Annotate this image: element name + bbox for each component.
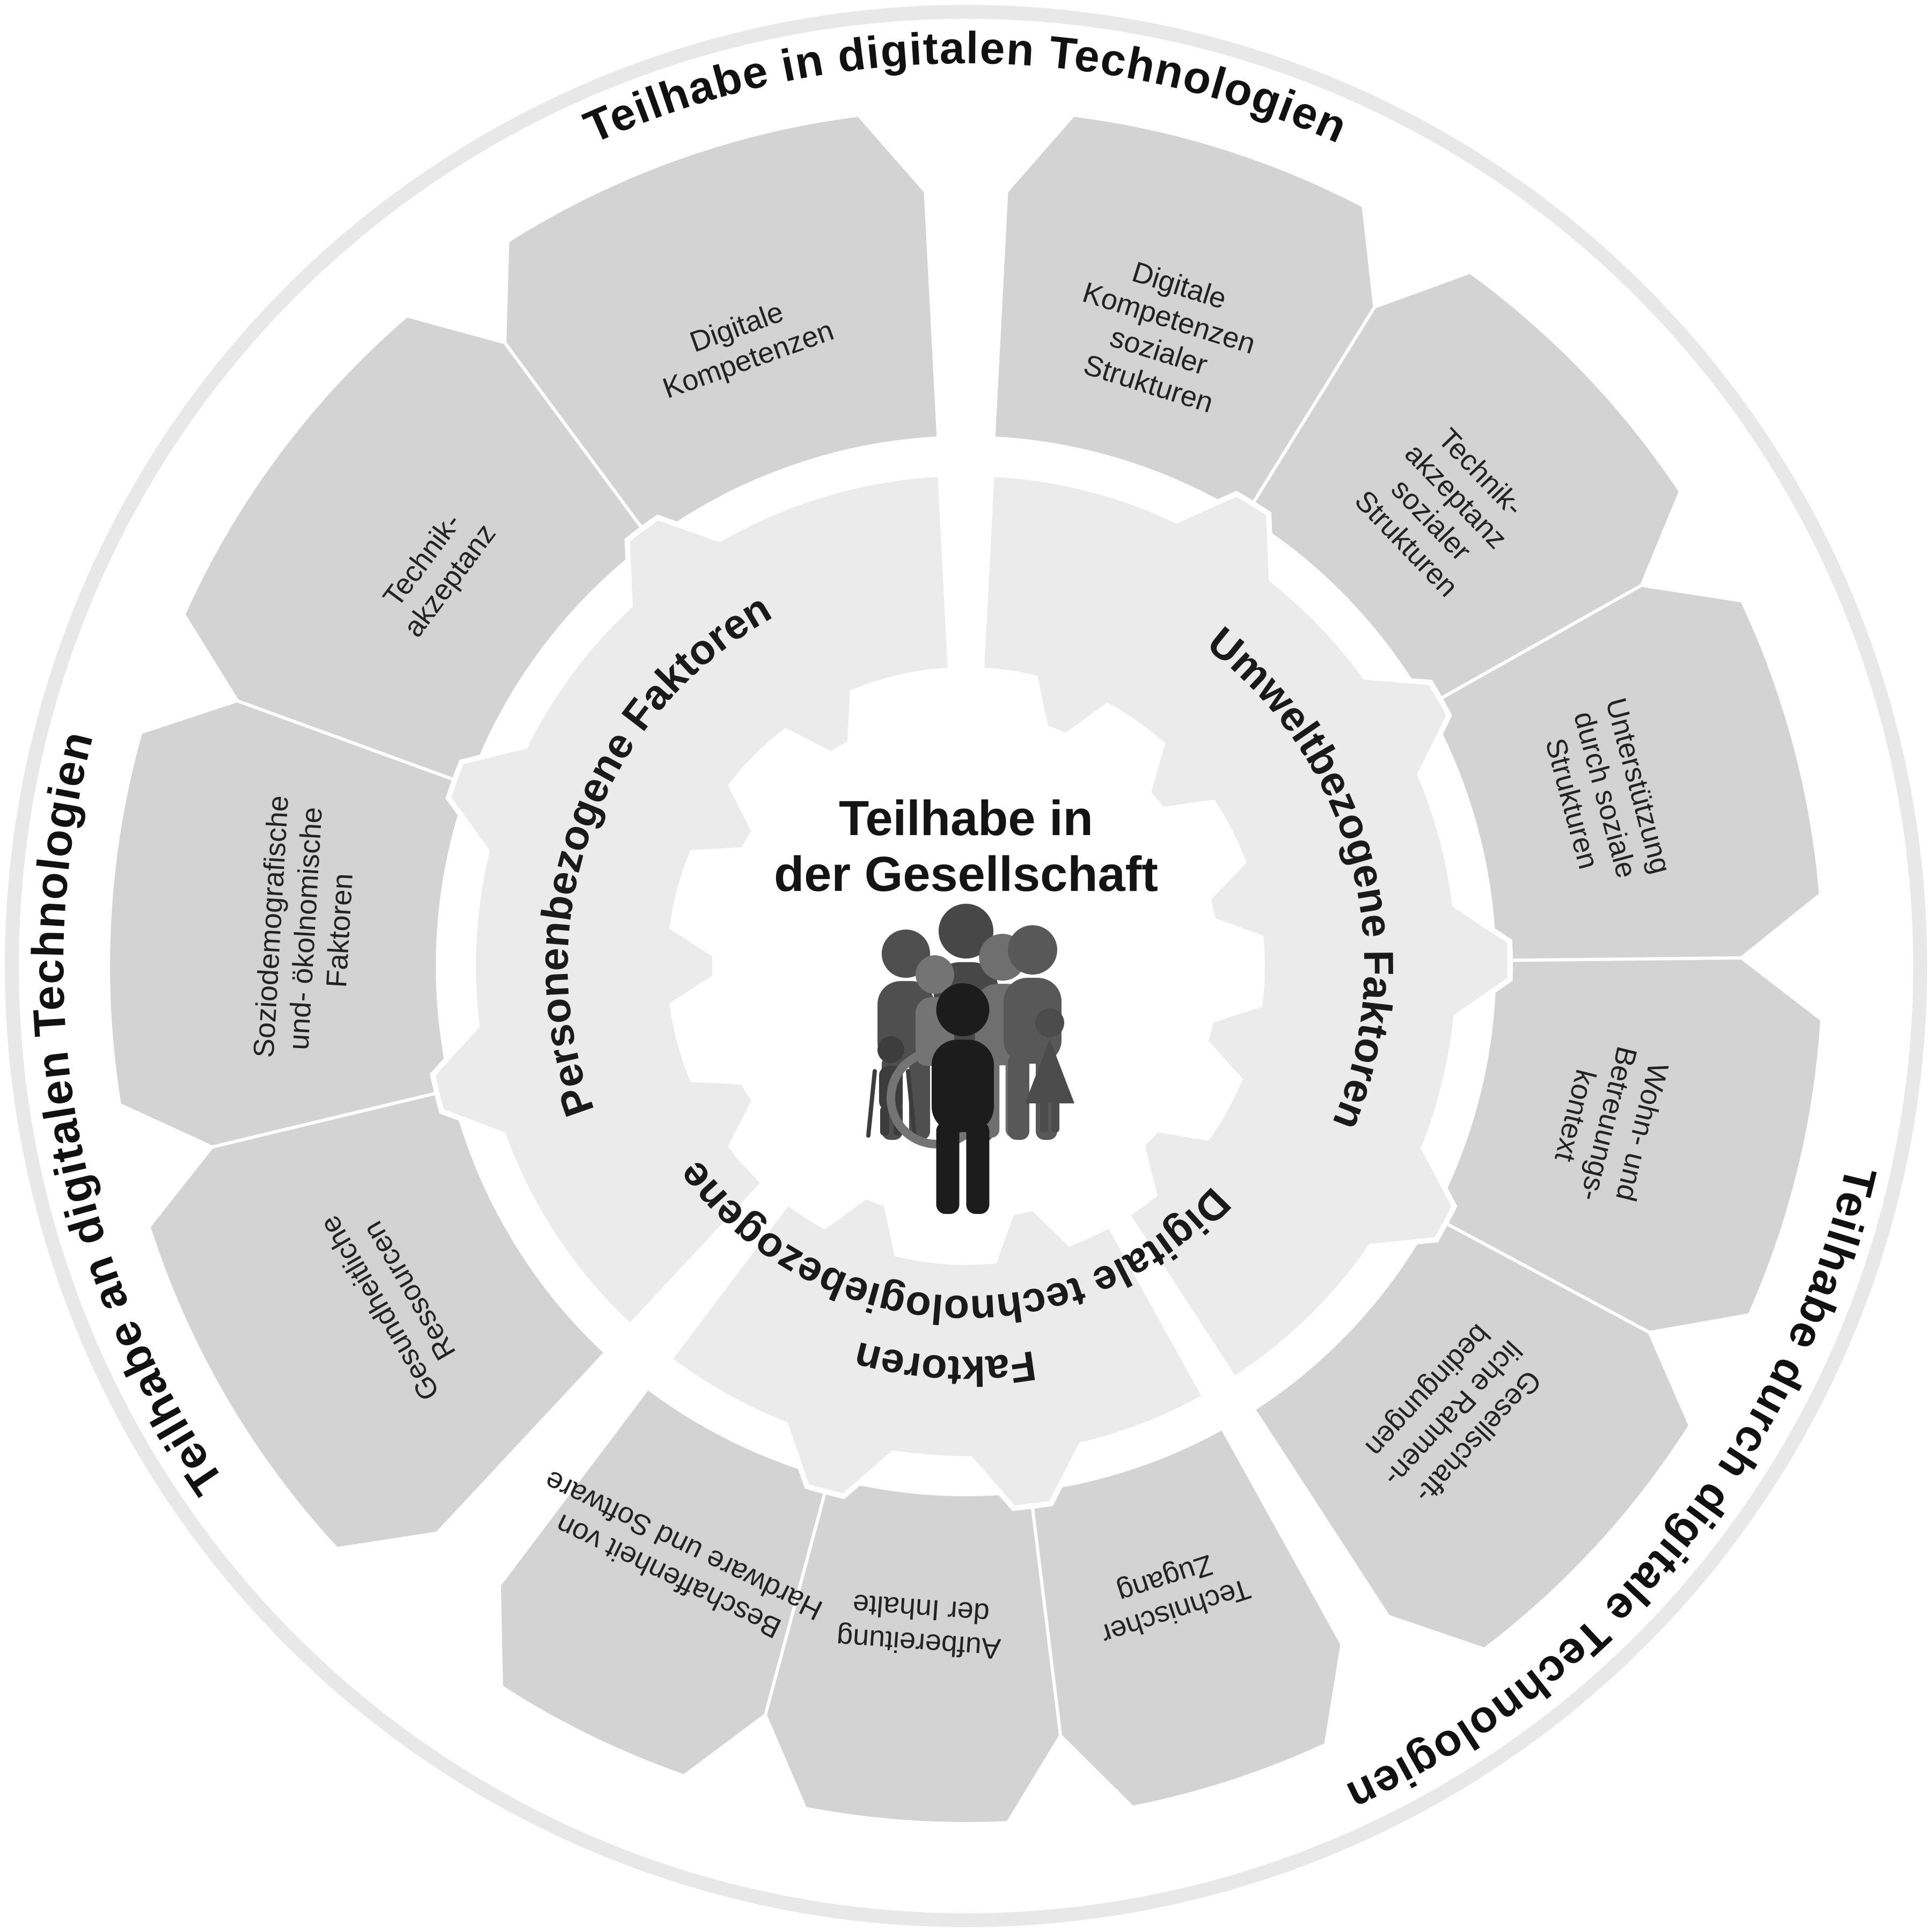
outer-segment-3 [1430,956,1824,1334]
outer-segment-label-1: Technik-akzeptanzsozialerStrukturen [1349,413,1539,603]
people-group-icon [866,904,1074,1214]
outer-segment-4 [1252,1213,1692,1651]
sector-umwelt [978,471,1513,1383]
outer-segment-7 [497,1386,831,1778]
outer-ring-segments [107,113,1824,1825]
center-title-line2: der Gesellschaft [774,847,1158,902]
outer-segment-8 [147,1087,608,1550]
middle-ring-sectors [429,471,1513,1511]
outer-segment-0 [992,113,1377,519]
outer-segment-label-9-line-2: Faktoren [320,873,359,989]
outer-segment-9 [107,699,472,1149]
outer-title-top-text: Teilhabe in digitalen Technologien [577,23,1354,153]
sector-personen [429,471,954,1330]
center-area: Teilhabe in der Gesellschaft [774,791,1158,1214]
outer-segment-1 [1242,270,1682,709]
outer-segment-2 [1424,583,1823,962]
outer-segment-11 [503,113,940,544]
sector-digital [665,1193,1209,1511]
outer-boundary-ring [5,5,1927,1927]
center-title-line1: Teilhabe in [839,791,1093,846]
outer-ring-labels: DigitaleKompetenzensozialerStrukturenTec… [247,255,1677,1665]
outer-segment-10 [182,314,654,787]
outer-title-top: Teilhabe in digitalen Technologien [577,23,1355,153]
